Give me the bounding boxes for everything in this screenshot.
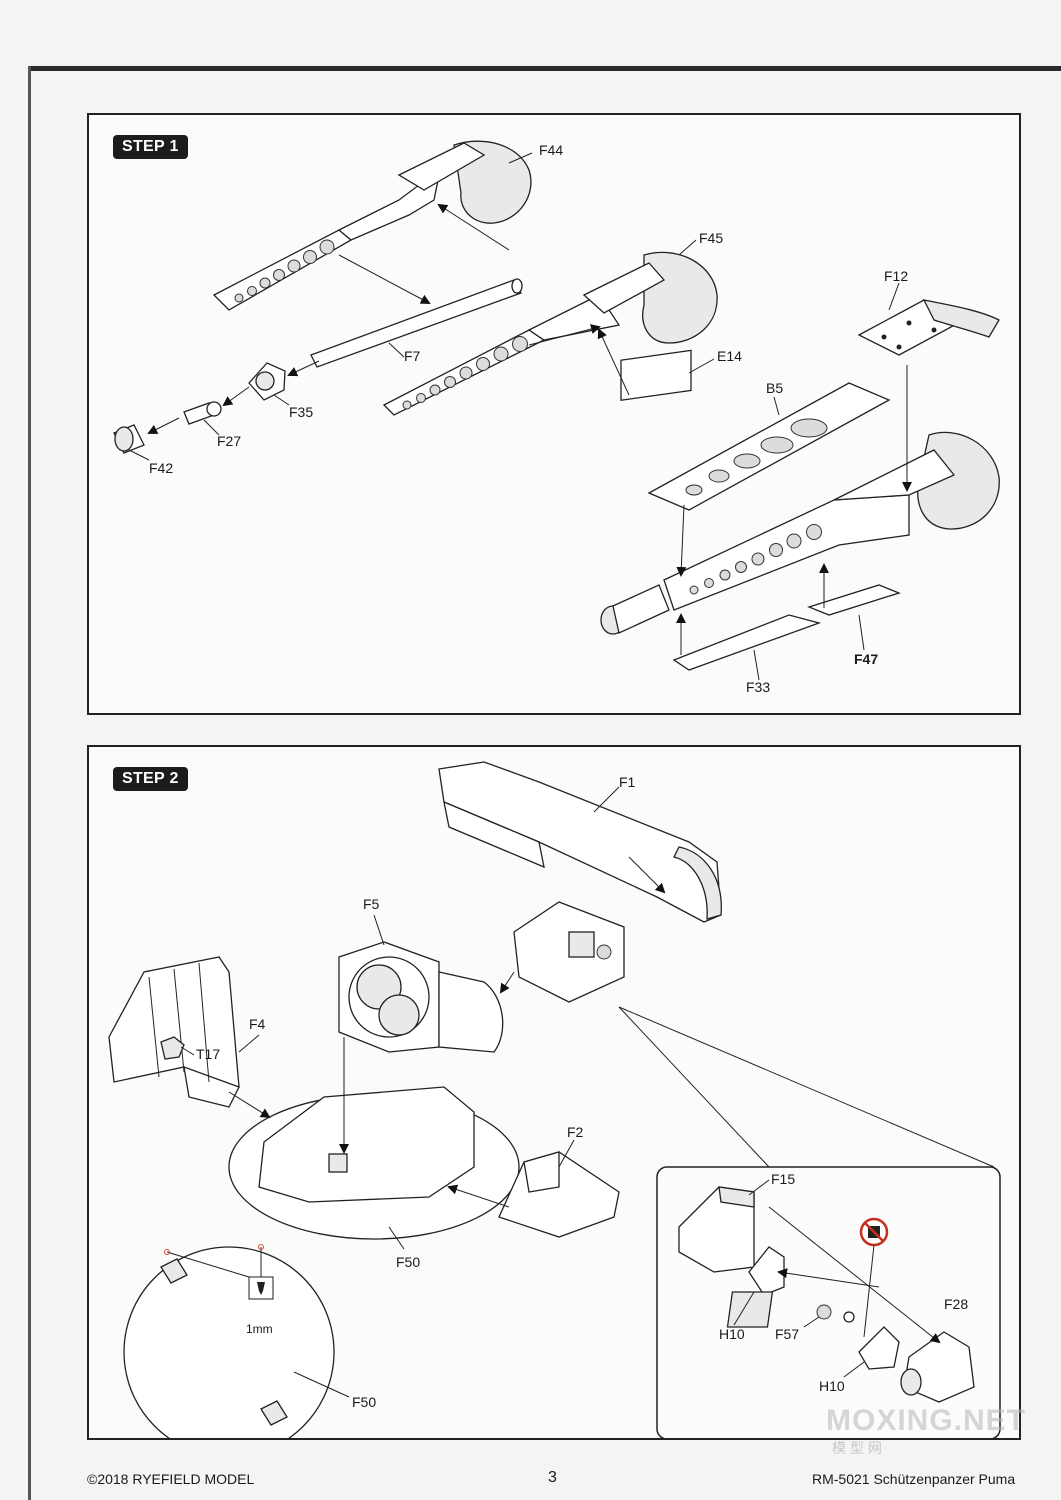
step-2-labels: F1 F5 F4 T17 F2 F50 1mm F50 F15 F28 H10 … (180, 774, 968, 1410)
label-f57: F57 (775, 1326, 799, 1342)
part-f2 (498, 1151, 620, 1238)
f45-holes (402, 336, 528, 410)
part-f50-circle (123, 1244, 335, 1438)
label-f50-circle: F50 (352, 1394, 376, 1410)
watermark-sub: 模型网 (832, 1440, 886, 1456)
step-1-labels: F44 F45 F12 F7 E14 F35 B5 F27 F42 F47 F3… (128, 142, 908, 695)
part-t17 (160, 1036, 185, 1060)
label-f7: F7 (404, 348, 421, 364)
label-f33: F33 (746, 679, 770, 695)
part-f5 (338, 941, 504, 1053)
step-1-diagram: F44 F45 F12 F7 E14 F35 B5 F27 F42 F47 F3… (113, 140, 1000, 695)
part-e14 (620, 349, 692, 401)
part-f35 (248, 362, 286, 401)
part-f27 (183, 401, 222, 425)
part-f15 (678, 1186, 755, 1273)
label-f44: F44 (539, 142, 563, 158)
label-f28: F28 (944, 1296, 968, 1312)
label-f2: F2 (567, 1124, 584, 1140)
assembly-arrows (147, 203, 912, 655)
label-drill-size: 1mm (246, 1322, 273, 1336)
footer-product: RM-5021 Schützenpanzer Puma (812, 1471, 1016, 1487)
watermark: MOXING.NET (826, 1404, 1027, 1437)
detail-inset (618, 1006, 1001, 1438)
label-f45: F45 (699, 230, 723, 246)
label-f27: F27 (217, 433, 241, 449)
label-f35: F35 (289, 404, 313, 420)
label-f42: F42 (149, 460, 173, 476)
part-f50-base (228, 1086, 520, 1240)
label-e14: E14 (717, 348, 742, 364)
label-f4: F4 (249, 1016, 266, 1032)
assembly-arrows (228, 856, 666, 1208)
label-f47: F47 (854, 651, 878, 667)
label-h10-top: H10 (719, 1326, 745, 1342)
label-f15: F15 (771, 1171, 795, 1187)
part-f4 (108, 956, 240, 1108)
part-f42 (113, 424, 145, 454)
label-b5: B5 (766, 380, 783, 396)
part-f57 (726, 1291, 855, 1328)
label-f5: F5 (363, 896, 380, 912)
f44-holes (234, 239, 335, 303)
label-f1: F1 (619, 774, 636, 790)
assembled-arm (600, 431, 1000, 635)
footer-copyright: ©2018 RYEFIELD MODEL (87, 1471, 255, 1487)
part-f1-block (513, 901, 625, 1003)
part-f28 (900, 1331, 975, 1403)
step-1-panel: STEP 1 (87, 113, 1021, 715)
step-2-panel: STEP 2 (87, 745, 1021, 1440)
part-h10-bottom (858, 1326, 900, 1370)
part-f1 (438, 761, 722, 923)
part-b5 (647, 382, 891, 511)
label-f12: F12 (884, 268, 908, 284)
step-1-badge: STEP 1 (113, 135, 188, 159)
footer-page-number: 3 (548, 1469, 557, 1486)
arm-holes (689, 524, 822, 595)
scan-edge (28, 66, 1061, 71)
label-t17: T17 (196, 1046, 220, 1062)
part-f33 (672, 614, 822, 671)
part-f44 (212, 140, 532, 311)
label-f50-base: F50 (396, 1254, 420, 1270)
scan-edge (28, 66, 31, 1500)
step-2-diagram: F1 F5 F4 T17 F2 F50 1mm F50 F15 F28 H10 … (108, 761, 1001, 1438)
no-glue-icon (859, 1217, 889, 1247)
step-2-badge: STEP 2 (113, 767, 188, 791)
part-f47 (807, 584, 901, 616)
label-h10-bottom: H10 (819, 1378, 845, 1394)
part-f12 (857, 299, 1000, 356)
